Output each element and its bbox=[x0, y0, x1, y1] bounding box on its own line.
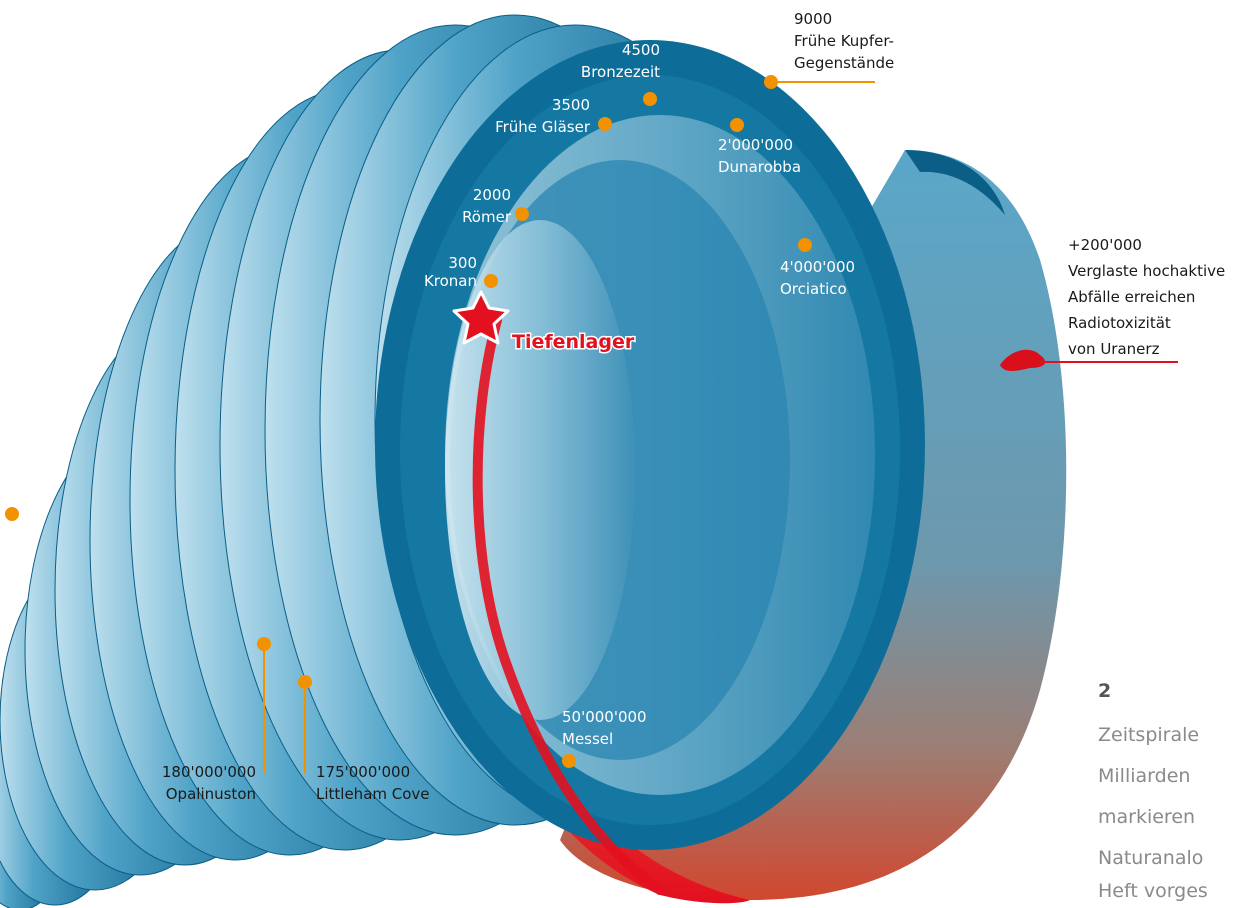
marker-label-line: 50'000'000 bbox=[562, 708, 647, 726]
marker-dot bbox=[5, 507, 19, 521]
marker-dot bbox=[643, 92, 657, 106]
marker-label-line: 4500 bbox=[622, 41, 660, 59]
marker-dot bbox=[515, 207, 529, 221]
marker-label-line: Frühe Gläser bbox=[495, 118, 591, 136]
figure-caption: 2 Zeitspirale Milliarden markieren Natur… bbox=[1098, 680, 1209, 902]
marker-label-line: Opalinuston bbox=[166, 785, 256, 803]
marker-label-line: 175'000'000 bbox=[316, 763, 410, 781]
front-shell bbox=[375, 40, 925, 895]
future-blob bbox=[1000, 349, 1046, 372]
future-label: +200'000 Verglaste hochaktive Abfälle er… bbox=[1068, 236, 1230, 358]
marker-label-line: 9000 bbox=[794, 10, 832, 28]
caption-line: Milliarden bbox=[1098, 765, 1190, 787]
caption-line: Zeitspirale bbox=[1098, 724, 1199, 746]
marker-dot bbox=[730, 118, 744, 132]
marker-label-line: Kronan bbox=[424, 272, 477, 290]
marker-label-line: Dunarobba bbox=[718, 158, 801, 176]
marker-dot bbox=[257, 637, 271, 651]
marker-label-line: Gegenstände bbox=[794, 54, 894, 72]
repository-marker: Tiefenlager bbox=[452, 290, 636, 355]
caption-number: 2 bbox=[1098, 680, 1111, 702]
caption-line: markieren bbox=[1098, 806, 1195, 828]
future-line: +200'000 bbox=[1068, 236, 1142, 254]
future-line: Verglaste hochaktive bbox=[1068, 262, 1225, 280]
future-line: von Uranerz bbox=[1068, 340, 1160, 358]
caption-line: Heft vorges bbox=[1098, 880, 1208, 902]
future-line: Abfälle erreichen bbox=[1068, 288, 1195, 306]
marker-label-line: 2'000'000 bbox=[718, 136, 793, 154]
repository-label: Tiefenlager bbox=[512, 331, 635, 353]
marker-label-line: Bronzezeit bbox=[581, 63, 660, 81]
marker-label-line: 180'000'000 bbox=[162, 763, 256, 781]
marker-label-line: 2000 bbox=[473, 186, 511, 204]
caption-line: Naturanalo bbox=[1098, 847, 1203, 869]
marker-dot bbox=[484, 274, 498, 288]
marker-label-line: Orciatico bbox=[780, 280, 847, 298]
marker-dot bbox=[598, 117, 612, 131]
future-annotation: +200'000 Verglaste hochaktive Abfälle er… bbox=[1040, 236, 1230, 363]
marker-label-line: Messel bbox=[562, 730, 613, 748]
marker-dot bbox=[798, 238, 812, 252]
marker-dot bbox=[562, 754, 576, 768]
marker-label-line: Littleham Cove bbox=[316, 785, 430, 803]
marker-dot bbox=[764, 75, 778, 89]
future-line: Radiotoxizität bbox=[1068, 314, 1171, 332]
marker-dot bbox=[298, 675, 312, 689]
marker-label-line: Römer bbox=[462, 208, 512, 226]
marker-label-line: 4'000'000 bbox=[780, 258, 855, 276]
marker-label-line: 300 bbox=[448, 254, 477, 272]
marker-label-line: Frühe Kupfer- bbox=[794, 32, 894, 50]
caption-text: Zeitspirale Milliarden markieren Naturan… bbox=[1098, 724, 1209, 902]
marker-label-line: 3500 bbox=[552, 96, 590, 114]
star-icon bbox=[452, 290, 510, 345]
